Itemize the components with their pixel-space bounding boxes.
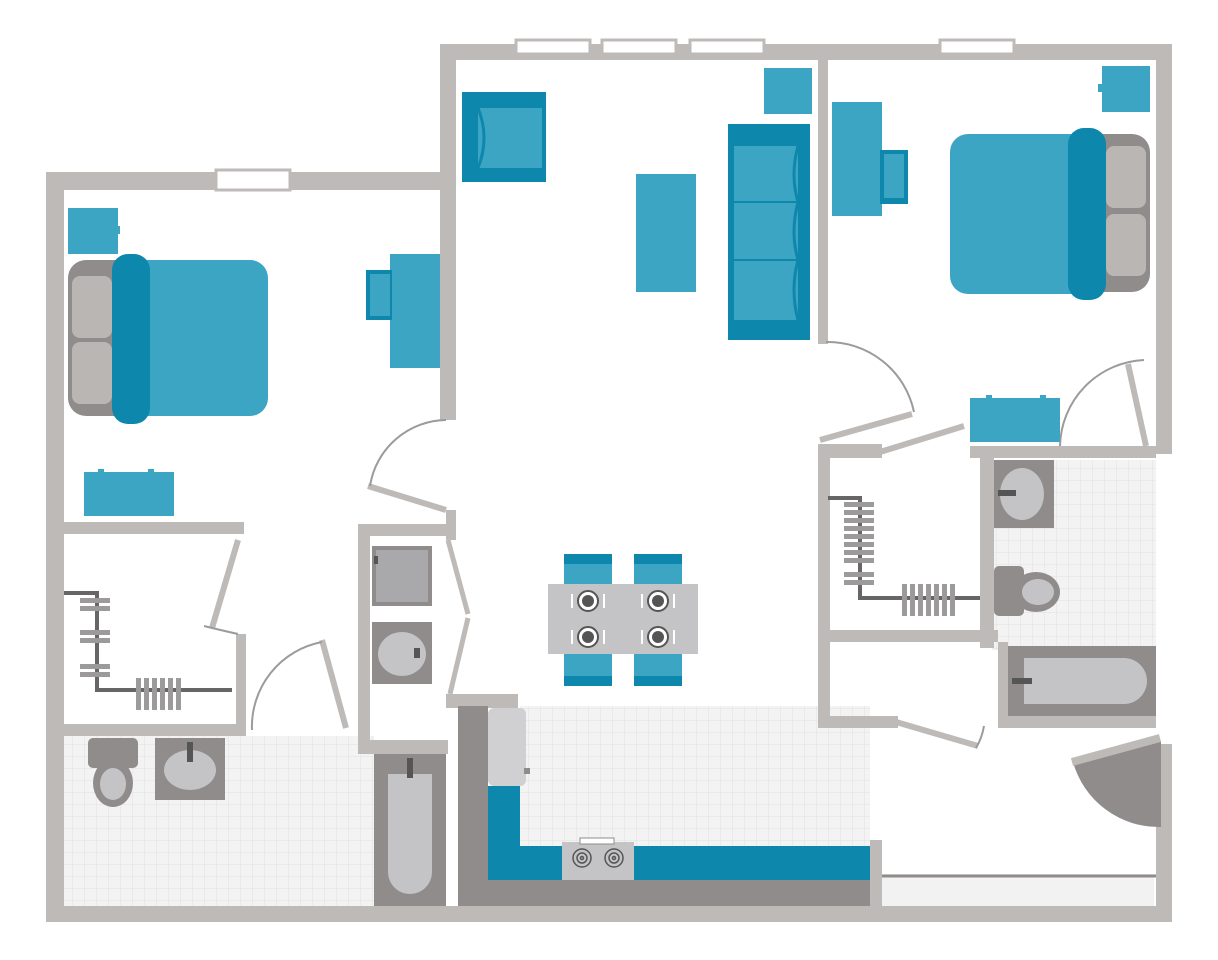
door-right-closet[interactable] <box>879 423 965 455</box>
pillow <box>72 276 112 338</box>
right-bathroom <box>994 460 1156 716</box>
wall-laundry-left <box>358 524 370 746</box>
nightstand-right <box>1102 66 1150 112</box>
left-bathroom <box>88 738 446 906</box>
window-living-3 <box>688 38 766 56</box>
nightstand-left-knob <box>116 226 120 234</box>
bed-blanket-fold <box>112 254 150 424</box>
wall-left-closet-bottom <box>46 724 246 736</box>
desk-left <box>366 254 440 368</box>
window-living-1 <box>514 38 592 56</box>
entry-floor <box>882 874 1154 906</box>
refrigerator <box>488 708 530 786</box>
door-right-bathroom[interactable] <box>1059 359 1149 447</box>
wall-right-bedroom-left <box>818 44 828 344</box>
bed-left <box>68 254 268 424</box>
desk-right <box>832 102 908 216</box>
wall-living-left-lower <box>446 510 456 540</box>
wall-right-closet-left <box>818 444 830 728</box>
wall-left-bedroom-bottom <box>46 522 244 534</box>
left-closet <box>64 591 232 710</box>
entry-door-swing <box>1072 740 1161 828</box>
wall-right-outer <box>1156 44 1172 454</box>
door-left-bedroom[interactable] <box>367 419 447 513</box>
dresser-left <box>84 472 174 516</box>
wall-right-closet-top <box>818 444 882 458</box>
door-entry[interactable] <box>1070 734 1162 828</box>
wall-left-closet-right <box>236 634 246 730</box>
pillow <box>1106 146 1146 208</box>
wall-left-outer <box>46 172 64 922</box>
right-closet <box>828 496 980 616</box>
dresser-right <box>970 398 1060 442</box>
wall-right-closet-bottom <box>818 630 998 642</box>
armchair <box>462 92 546 182</box>
living-room <box>462 68 812 686</box>
stove <box>562 837 634 880</box>
wall-laundry-bottom <box>358 740 448 754</box>
bed-duvet <box>950 134 1096 294</box>
wall-right-bath-left <box>980 448 994 648</box>
coffee-table <box>636 174 696 292</box>
left-bedroom <box>68 208 440 516</box>
sink-left <box>155 738 225 800</box>
sink-right <box>994 460 1054 528</box>
wall-right-bath-top <box>970 446 1156 458</box>
bathtub-right <box>1008 646 1156 716</box>
pillow <box>72 342 112 404</box>
door-right-lower-closet[interactable] <box>895 719 985 749</box>
kitchen <box>458 706 870 906</box>
sofa <box>728 124 810 340</box>
window-right-bedroom <box>938 38 1016 56</box>
kitchen-counter-base <box>458 706 870 906</box>
bed-right <box>950 128 1150 300</box>
dining-set <box>548 554 698 686</box>
bed-blanket-fold <box>1068 128 1106 300</box>
wall-kitchen-left <box>446 694 518 708</box>
wall-right-bath-bottom <box>998 716 1156 728</box>
door-left-bathroom[interactable] <box>250 639 349 731</box>
toilet-right <box>994 566 1060 616</box>
wall-bottom-outer <box>46 906 1172 922</box>
walls <box>46 44 1172 922</box>
door-left-closet[interactable] <box>203 539 241 635</box>
nightstand-left <box>68 208 118 254</box>
toilet-left <box>88 738 138 807</box>
wall-bath-left-right <box>358 524 448 536</box>
wall-right-bath-lower-left <box>998 642 1008 726</box>
bathtub-left <box>374 754 446 906</box>
laundry <box>372 546 432 684</box>
dining-table <box>548 584 698 654</box>
window-left-bedroom <box>214 168 292 192</box>
side-table <box>764 68 812 114</box>
door-laundry[interactable] <box>445 539 471 695</box>
window-living-2 <box>600 38 678 56</box>
wall-living-left <box>440 44 456 420</box>
pillow <box>1106 214 1146 276</box>
right-bedroom <box>832 66 1150 442</box>
door-right-bedroom[interactable] <box>819 340 915 443</box>
kitchen-floor <box>520 706 870 846</box>
wall-entry-small <box>818 716 898 728</box>
doors <box>203 340 1162 828</box>
washer <box>372 622 432 684</box>
dryer <box>372 546 432 606</box>
wall-entry-left <box>870 840 882 910</box>
windows <box>214 38 1016 192</box>
bed-duvet <box>120 260 268 416</box>
